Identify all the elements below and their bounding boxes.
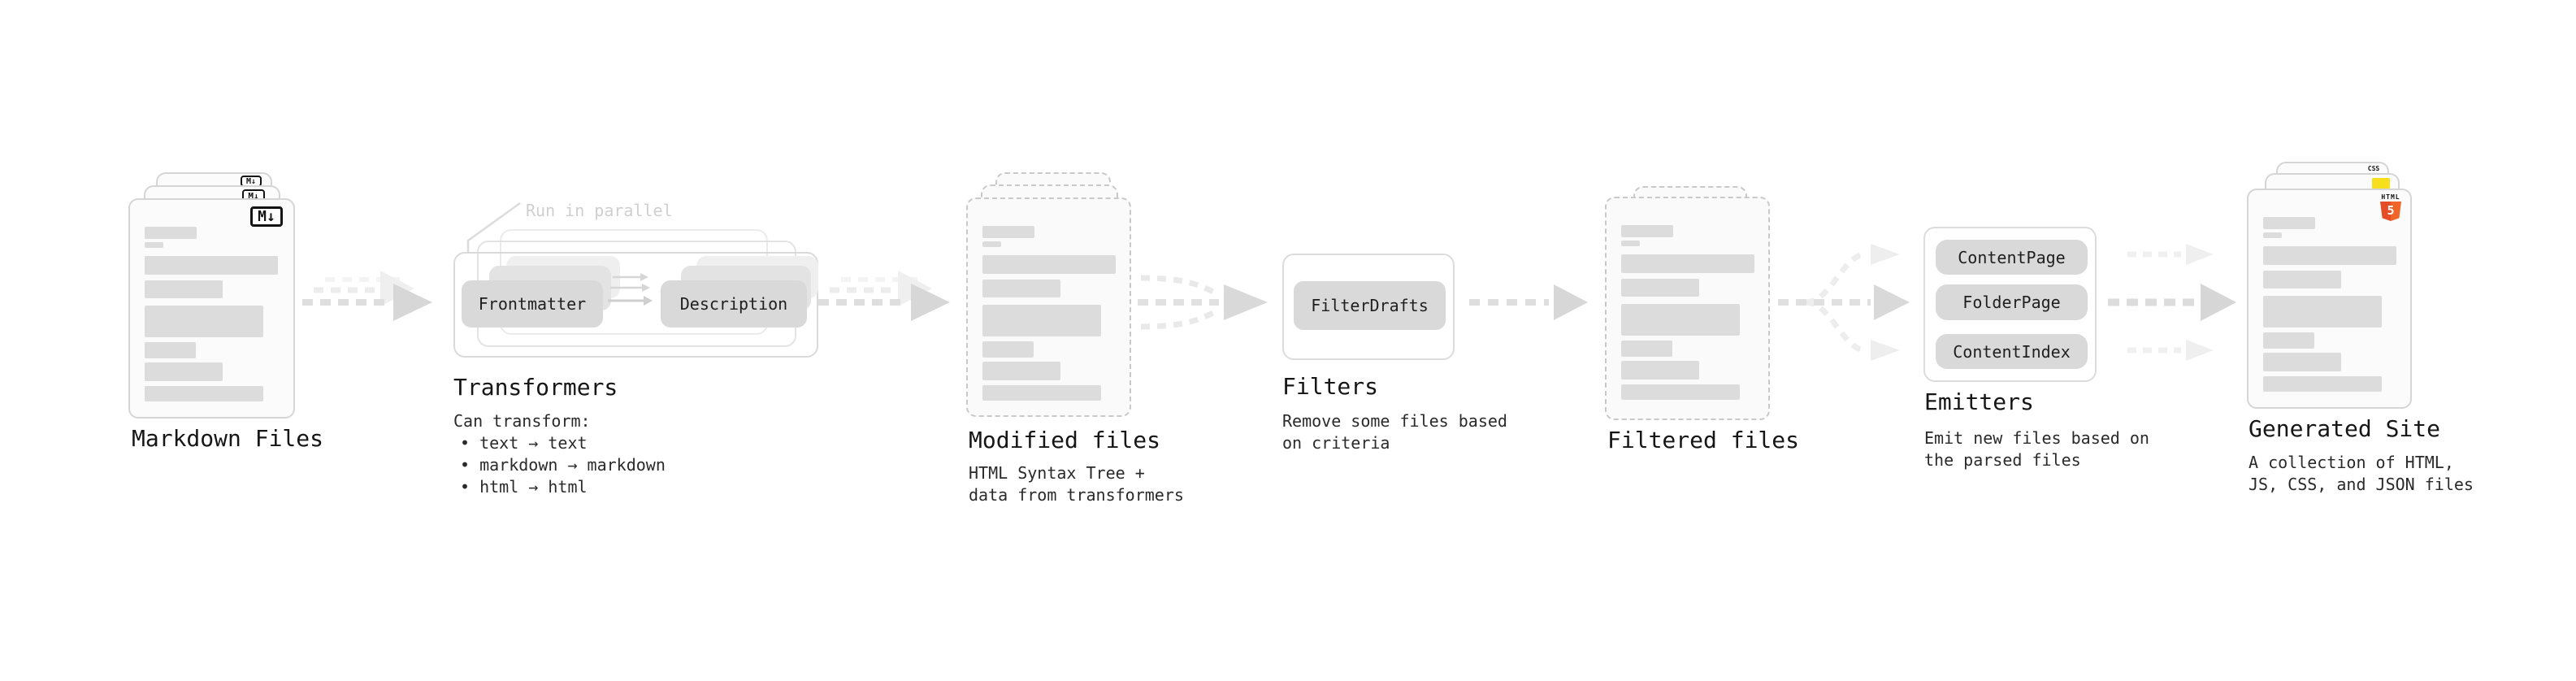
subtitle-line: JS, CSS, and JSON files <box>2249 475 2474 494</box>
html5-icon-shield: 5 <box>2380 202 2401 221</box>
css-icon-label: CSS <box>2367 165 2380 172</box>
doc-line-bar <box>2263 232 2282 238</box>
subtitle-line: A collection of HTML, <box>2249 453 2454 472</box>
doc-line-bar <box>2263 376 2382 392</box>
transformers-sub-heading: Can transform: <box>453 411 591 431</box>
doc-line-bar <box>2263 353 2341 371</box>
modified-file-card-front <box>966 197 1131 417</box>
emitter-pill-contentindex: ContentIndex <box>1936 334 2088 369</box>
subtitle-line: data from transformers <box>969 485 1184 505</box>
doc-line-bar <box>2263 217 2315 229</box>
doc-line-bar <box>982 255 1116 274</box>
bullet-item: • text → text <box>460 433 588 453</box>
filters-panel: FilterDrafts <box>1282 254 1455 360</box>
transformers-bullet-list: • text → text • markdown → markdown • ht… <box>453 432 666 498</box>
doc-line-bar <box>982 305 1101 336</box>
run-in-parallel-callout-line <box>466 202 521 253</box>
doc-line-bar <box>982 385 1101 401</box>
stage-title-filtered-files: Filtered files <box>1607 427 1800 453</box>
generated-site-subtitle: A collection of HTML, JS, CSS, and JSON … <box>2249 452 2474 496</box>
doc-line-bar <box>982 362 1060 380</box>
doc-line-bar <box>2263 246 2396 265</box>
filters-subtitle: Remove some files based on criteria <box>1282 410 1507 454</box>
transformer-pill-frontmatter: Frontmatter <box>462 280 603 327</box>
doc-line-bar <box>1621 279 1699 297</box>
flow-arrow-markdown-to-transformers <box>302 271 432 321</box>
stage-title-modified-files: Modified files <box>969 427 1161 453</box>
bullet-item: • html → html <box>460 477 588 497</box>
emitter-pill-contentpage: ContentPage <box>1936 240 2088 275</box>
modified-files-subtitle: HTML Syntax Tree + data from transformer… <box>969 462 1184 506</box>
flow-arrow-transformers-to-modified <box>818 271 950 321</box>
doc-line-bar <box>1621 241 1640 246</box>
doc-line-bar <box>145 280 223 298</box>
html5-icon-label: HTML <box>2381 193 2400 201</box>
doc-line-bar <box>145 362 223 381</box>
subtitle-line: Emit new files based on <box>1924 428 2149 448</box>
stage-title-filters: Filters <box>1282 373 1379 400</box>
subtitle-line: the parsed files <box>1924 450 2081 470</box>
subtitle-line: on criteria <box>1282 433 1390 453</box>
doc-line-bar <box>1621 225 1673 237</box>
flow-arrow-emitters-to-generated <box>2108 244 2236 361</box>
flow-arrow-filters-to-filtered <box>1469 284 1588 320</box>
markdown-file-card-front: M↓ <box>128 198 295 419</box>
html5-icon-number: 5 <box>2387 203 2395 218</box>
doc-line-bar <box>1621 340 1672 357</box>
emitters-subtitle: Emit new files based on the parsed files <box>1924 427 2149 471</box>
emitters-panel: ContentPage FolderPage ContentIndex <box>1923 227 2097 382</box>
parallel-arrows-icon <box>608 273 653 306</box>
html5-icon: HTML 5 <box>2380 194 2401 221</box>
doc-line-bar <box>2263 296 2382 327</box>
doc-line-bar <box>2263 271 2341 288</box>
filter-pill-filterdrafts: FilterDrafts <box>1294 281 1446 330</box>
flow-arrow-modified-to-filters <box>1138 275 1268 330</box>
doc-line-bar <box>982 280 1060 297</box>
doc-line-bar <box>982 226 1034 238</box>
doc-line-bar <box>1621 304 1740 336</box>
doc-line-bar <box>1621 384 1740 400</box>
flow-arrow-filtered-to-emitters <box>1778 244 1910 361</box>
emitter-pill-folderpage: FolderPage <box>1936 284 2088 320</box>
js-icon <box>2372 178 2390 189</box>
markdown-icon: M↓ <box>250 206 283 227</box>
doc-line-bar <box>145 227 197 239</box>
doc-line-bar <box>145 242 163 248</box>
stage-title-transformers: Transformers <box>453 374 618 401</box>
stage-title-generated-site: Generated Site <box>2249 415 2441 442</box>
doc-line-bar <box>145 306 263 337</box>
subtitle-line: HTML Syntax Tree + <box>969 463 1145 483</box>
doc-line-bar <box>145 386 263 401</box>
subtitle-line: Remove some files based <box>1282 411 1507 431</box>
doc-line-bar <box>982 341 1034 358</box>
doc-line-bar <box>2263 332 2314 349</box>
filtered-file-card-front <box>1605 197 1770 420</box>
stage-title-markdown-files: Markdown Files <box>132 425 324 452</box>
transformer-pill-description: Description <box>661 280 807 327</box>
doc-line-bar <box>982 241 1001 247</box>
doc-line-bar <box>1621 361 1699 380</box>
transformer-box-front <box>453 252 818 358</box>
doc-line-bar <box>145 342 196 358</box>
generated-file-card-html: HTML 5 <box>2247 189 2412 409</box>
doc-line-bar <box>1621 254 1754 273</box>
doc-line-bar <box>145 256 278 275</box>
stage-title-emitters: Emitters <box>1924 388 2034 415</box>
bullet-item: • markdown → markdown <box>460 455 666 475</box>
run-in-parallel-note: Run in parallel <box>526 201 673 220</box>
